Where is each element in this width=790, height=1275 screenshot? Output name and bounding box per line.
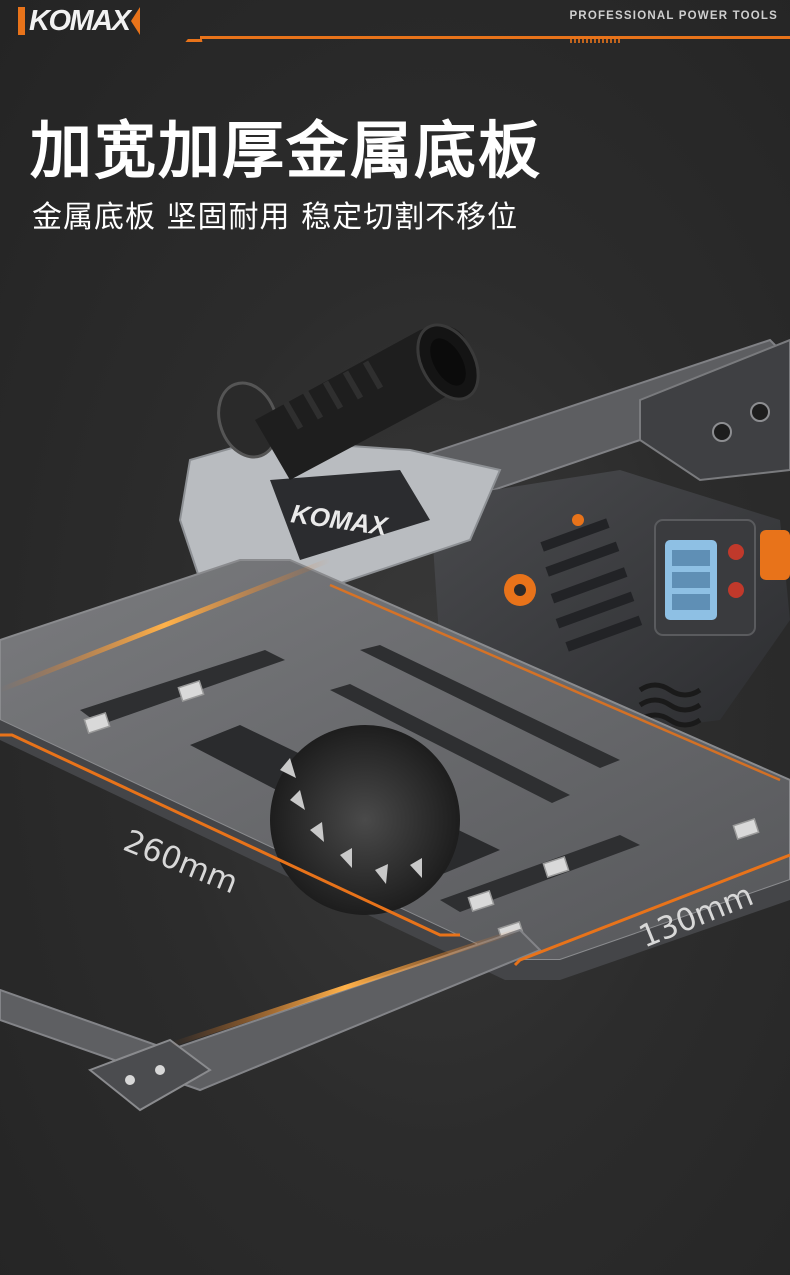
- brand-name: KOMAX: [29, 4, 131, 37]
- metal-base-plate: [0, 559, 790, 980]
- header: KOMAX PROFESSIONAL POWER TOOLS: [0, 0, 790, 48]
- header-stripes: [570, 39, 620, 43]
- auxiliary-handle: [217, 323, 480, 480]
- logo-bar-icon: [18, 7, 25, 35]
- tagline: PROFESSIONAL POWER TOOLS: [569, 10, 778, 22]
- circular-saw-illustration: KOMAX: [0, 323, 790, 1112]
- logo-tail-icon: [131, 7, 141, 35]
- page-title: 加宽加厚金属底板: [30, 114, 543, 187]
- blade-guard: KOMAX: [178, 438, 502, 592]
- highlight-glow: [0, 557, 781, 1048]
- header-divider: [200, 36, 790, 39]
- brand-logo: KOMAX: [18, 4, 141, 37]
- page-subtitle: 金属底板 坚固耐用 稳定切割不移位: [32, 200, 519, 235]
- dimension-lines: [0, 733, 790, 967]
- front-guide-rail: [0, 928, 542, 1112]
